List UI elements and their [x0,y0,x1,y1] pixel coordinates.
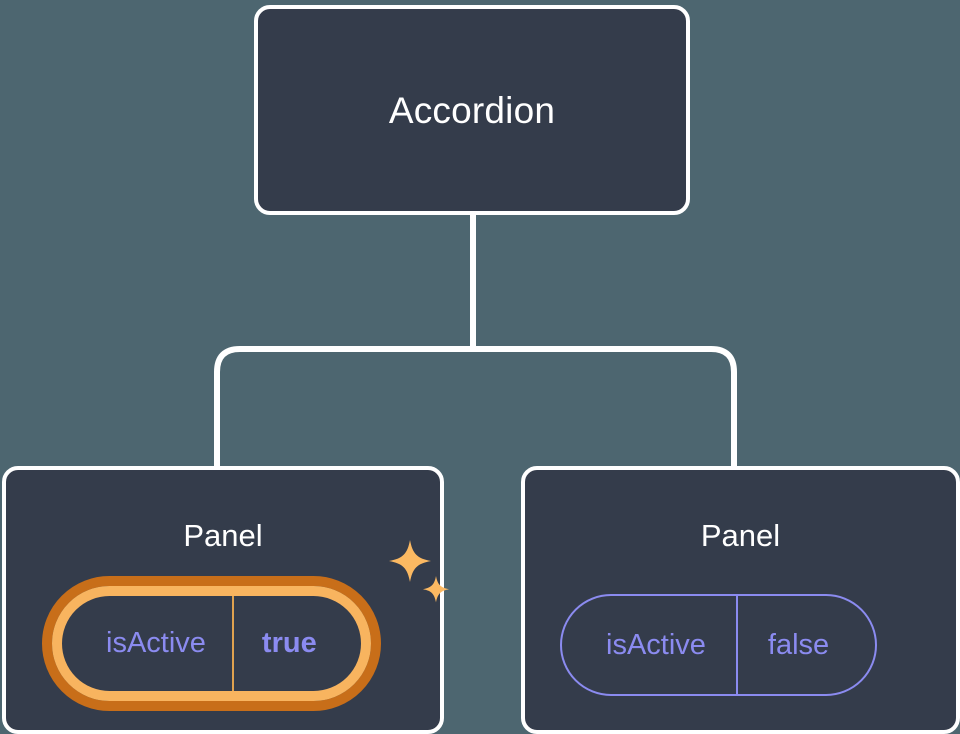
panel-body: Panel isActive true [6,470,449,730]
prop-pill-wrap: isActive false [560,594,878,696]
edge-to-panel-right [473,346,737,468]
prop-pill-highlighted-wrap: isActive true [42,576,381,711]
panel-body: Panel isActive false [525,470,956,730]
node-panel-inactive[interactable]: Panel isActive false [521,466,960,734]
prop-value: true [261,627,317,659]
node-panel-active[interactable]: Panel isActive true [2,466,449,734]
prop-pill[interactable]: isActive true [52,586,371,701]
prop-pill[interactable]: isActive false [560,594,878,696]
highlight-ring-outer: isActive true [42,576,381,711]
prop-key: isActive [62,596,234,691]
node-title: Panel [183,518,263,553]
node-accordion[interactable]: Accordion [254,5,690,215]
node-title: Panel [700,518,781,553]
sparkles-icon [389,540,449,603]
prop-key: isActive [562,596,738,694]
edge-to-panel-left [214,346,473,468]
prop-value: false [767,628,830,661]
node-title: Accordion [388,89,556,131]
